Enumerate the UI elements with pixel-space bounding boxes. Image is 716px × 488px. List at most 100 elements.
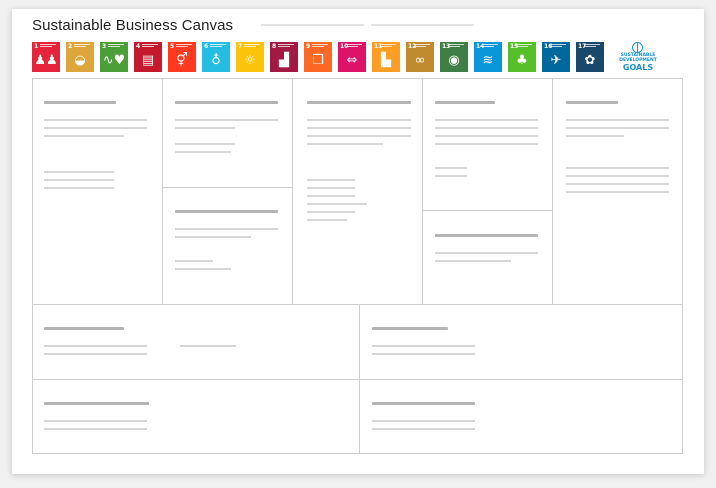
sdg-goal-2[interactable]: 2◒ [66, 42, 94, 72]
sdg-goal-caption-line [176, 46, 188, 47]
block-text-placeholder [175, 119, 278, 121]
block-text-placeholder [566, 119, 669, 121]
sdg-goal-caption-line [176, 44, 192, 45]
sdg-goal-caption-line [142, 44, 158, 45]
sdg-goal-caption-line [278, 46, 290, 47]
sdg-goal-12[interactable]: 12∞ [406, 42, 434, 72]
sdg-goal-10[interactable]: 10⇔ [338, 42, 366, 72]
block-text-placeholder [372, 420, 475, 422]
sdg-goal-11[interactable]: 11▙ [372, 42, 400, 72]
sdg-goal-1[interactable]: 1♟♟ [32, 42, 60, 72]
block-text-placeholder [307, 211, 355, 213]
canvas-block-2[interactable] [163, 79, 293, 188]
sdg-goal-caption-line [244, 46, 256, 47]
canvas-block-10[interactable] [33, 380, 360, 453]
canvas-block-7[interactable] [553, 79, 682, 305]
sdg-goal-number: 13 [442, 43, 451, 50]
block-text-placeholder [566, 183, 669, 185]
sdg-goal-number: 2 [68, 43, 73, 50]
sdg-logo: SUSTAINABLE DEVELOPMENT GOALS [619, 42, 657, 72]
block-text-placeholder [566, 167, 669, 169]
block-text-placeholder [307, 179, 355, 181]
block-heading-placeholder [372, 327, 448, 330]
sdg-goal-9[interactable]: 9❒ [304, 42, 332, 72]
block-text-placeholder [307, 119, 411, 121]
sdg-goal-13[interactable]: 13◉ [440, 42, 468, 72]
cubes-icon: ❒ [312, 53, 324, 68]
sdg-goal-7[interactable]: 7☼ [236, 42, 264, 72]
sdg-goal-5[interactable]: 5⚥ [168, 42, 196, 72]
sdg-goal-number: 10 [340, 43, 349, 50]
sdg-goal-caption-line [244, 44, 260, 45]
sdg-goal-number: 4 [136, 43, 141, 50]
block-text-placeholder [566, 127, 669, 129]
sdg-goal-15[interactable]: 15 ♣ [508, 42, 536, 72]
sdg-goal-caption-line [380, 46, 392, 47]
sdg-goal-8[interactable]: 8▟ [270, 42, 298, 72]
canvas-block-5[interactable] [423, 79, 553, 211]
block-text-placeholder [175, 143, 235, 145]
sdg-goal-caption-line [312, 44, 328, 45]
block-heading-placeholder [44, 101, 116, 104]
canvas-block-3[interactable] [163, 188, 293, 305]
sdg-goal-number: 15 [510, 43, 519, 50]
sdg-goal-6[interactable]: 6♁ [202, 42, 230, 72]
canvas-block-9[interactable] [360, 305, 682, 380]
block-text-placeholder [44, 171, 114, 173]
sdg-goal-number: 11 [374, 43, 383, 50]
sdg-logo-line2: DEVELOPMENT [619, 58, 657, 63]
dove-icon: ✈ [550, 53, 562, 68]
sdg-goal-3[interactable]: 3∿♥ [100, 42, 128, 72]
tree-icon: ♣ [516, 53, 528, 68]
sdg-goal-14[interactable]: 14≋ [474, 42, 502, 72]
block-text-placeholder [44, 179, 114, 181]
canvas-block-11[interactable] [360, 380, 682, 453]
block-heading-placeholder [175, 101, 278, 104]
block-text-placeholder [175, 127, 235, 129]
sdg-goal-caption-line [482, 46, 494, 47]
gender-equality-icon: ⚥ [176, 53, 188, 68]
block-text-placeholder [307, 195, 355, 197]
block-heading-placeholder [435, 101, 495, 104]
sdg-goal-number: 9 [306, 43, 311, 50]
sdg-goal-number: 17 [578, 43, 587, 50]
sdg-goal-4[interactable]: 4▤ [134, 42, 162, 72]
sdg-goal-caption-line [278, 44, 294, 45]
block-heading-placeholder [435, 234, 538, 237]
flower-icon: ✿ [584, 53, 596, 68]
sdg-goal-number: 3 [102, 43, 107, 50]
block-text-placeholder [435, 260, 511, 262]
block-heading-placeholder [566, 101, 618, 104]
water-drop-icon: ♁ [211, 53, 221, 68]
header-placeholder-line [261, 24, 364, 26]
block-text-placeholder [175, 151, 231, 153]
canvas-block-1[interactable] [33, 79, 163, 305]
block-heading-placeholder [307, 101, 411, 104]
block-text-placeholder [435, 135, 538, 137]
sdg-goal-number: 5 [170, 43, 175, 50]
block-text-placeholder [435, 127, 538, 129]
bowl-icon: ◒ [74, 53, 86, 68]
sdg-goal-caption-line [40, 44, 56, 45]
sdg-goal-16[interactable]: 16✈ [542, 42, 570, 72]
block-text-placeholder [566, 175, 669, 177]
sdg-goal-17[interactable]: 17 ✿ [576, 42, 604, 72]
canvas-block-6[interactable] [423, 211, 553, 305]
sdg-goal-caption-line [108, 46, 120, 47]
block-text-placeholder [566, 191, 669, 193]
block-text-placeholder [435, 143, 538, 145]
page-title: Sustainable Business Canvas [32, 17, 234, 34]
sdg-goal-caption-line [482, 44, 498, 45]
sun-icon: ☼ [244, 53, 256, 68]
sdg-goal-caption-line [312, 46, 324, 47]
business-canvas-grid [32, 78, 683, 454]
block-heading-placeholder [175, 210, 278, 213]
sdg-goal-number: 6 [204, 43, 209, 50]
canvas-block-4[interactable] [293, 79, 423, 305]
block-text-placeholder [372, 428, 475, 430]
block-text-placeholder [435, 175, 467, 177]
sdg-goal-caption-line [448, 44, 464, 45]
sdg-goal-number: 14 [476, 43, 485, 50]
sdg-goal-caption-line [40, 46, 52, 47]
canvas-block-8[interactable] [33, 305, 360, 380]
